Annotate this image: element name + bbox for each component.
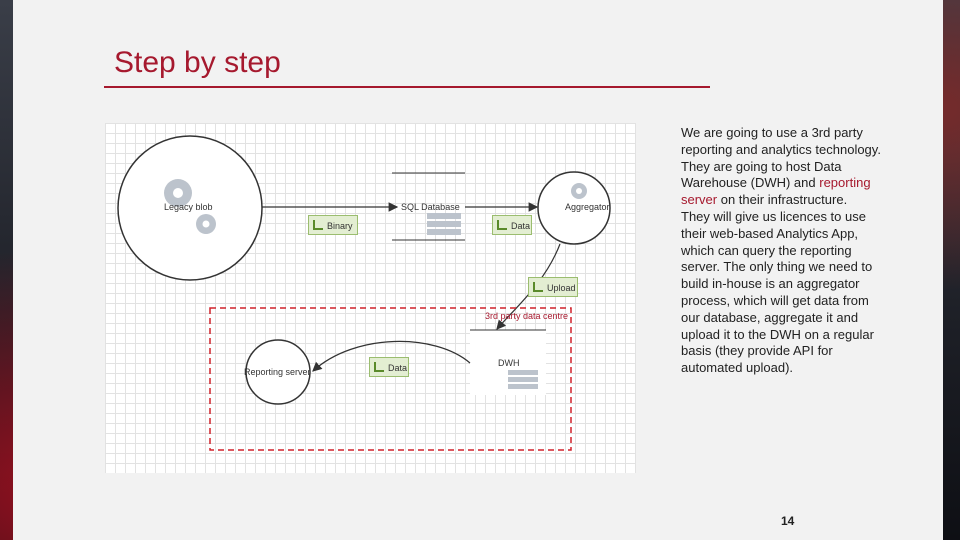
reporting-server-highlight: reporting server [681, 175, 871, 208]
database-icon [508, 370, 538, 389]
legacy-blob-label: Legacy blob [164, 202, 213, 212]
third-party-zone-label: 3rd party data centre [485, 311, 569, 321]
data-chip-bottom-label: Data [388, 363, 408, 373]
body-text: We are going to use a 3rd party reportin… [681, 125, 881, 377]
gear-icon [164, 179, 216, 234]
sql-database-label: SQL Database [401, 202, 460, 212]
data-chip-top-label: Data [511, 221, 531, 231]
body-text-paragraph2: They will give us licences to use their … [681, 208, 874, 376]
data-chip-bottom: Data [369, 357, 409, 377]
architecture-diagram: Legacy blob SQL Database Aggregator Repo… [105, 123, 636, 473]
gear-icon [571, 183, 587, 199]
flow-icon [533, 282, 543, 292]
diagram-canvas [117, 135, 611, 451]
aggregator-label: Aggregator [565, 202, 610, 212]
reporting-server-label: Reporting server [244, 367, 311, 377]
upload-chip: Upload [528, 277, 578, 297]
database-icon [427, 213, 461, 235]
flow-icon [313, 220, 323, 230]
data-chip-top: Data [492, 215, 532, 235]
body-text-part1: We are going to use a 3rd party reportin… [681, 125, 881, 191]
dwh-label: DWH [498, 358, 520, 368]
slide-title: Step by step [114, 46, 281, 79]
third-party-zone [209, 307, 572, 451]
body-text-part2: on their infrastructure. [717, 192, 848, 208]
flow-icon [374, 362, 384, 372]
reporting-server-node [245, 339, 311, 405]
binary-chip-label: Binary [327, 221, 353, 231]
title-underline [104, 86, 710, 88]
page-number: 14 [781, 514, 795, 528]
dwh-to-reporting-arrow [312, 340, 471, 372]
flow-icon [497, 220, 507, 230]
upload-chip-label: Upload [547, 283, 576, 293]
legacy-blob-node [117, 135, 263, 281]
binary-chip: Binary [308, 215, 358, 235]
